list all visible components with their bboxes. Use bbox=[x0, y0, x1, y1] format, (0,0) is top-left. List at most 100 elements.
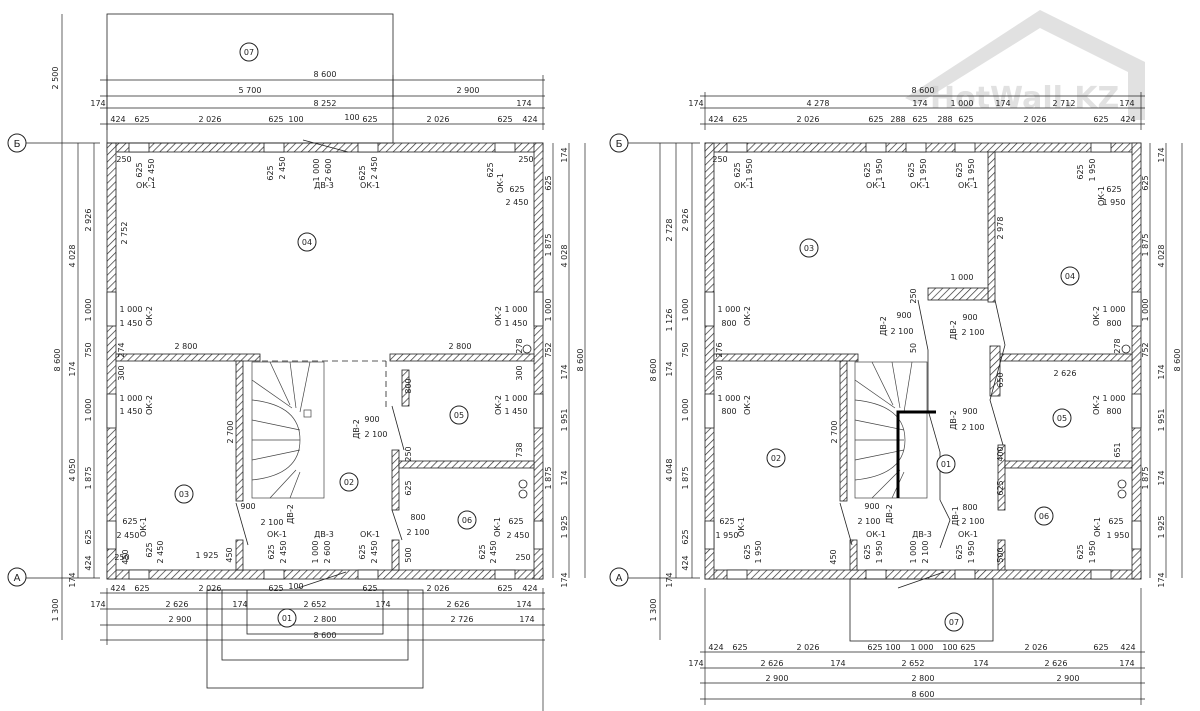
dim-label: 450 bbox=[225, 547, 234, 562]
left-dimension-labels: 8 600 5 700 2 900 174 8 252 174 424 625 … bbox=[51, 67, 585, 640]
dim-label: 250 bbox=[116, 155, 131, 164]
svg-text:174: 174 bbox=[995, 99, 1010, 108]
svg-text:2 728: 2 728 bbox=[665, 219, 674, 242]
svg-text:ОК-1: ОК-1 bbox=[136, 181, 156, 190]
svg-text:1 000: 1 000 bbox=[1141, 299, 1150, 322]
svg-text:625: 625 bbox=[509, 185, 524, 194]
svg-text:05: 05 bbox=[1057, 414, 1067, 423]
svg-text:2 652: 2 652 bbox=[902, 659, 925, 668]
svg-text:752: 752 bbox=[1141, 342, 1150, 357]
svg-text:2 026: 2 026 bbox=[797, 115, 820, 124]
svg-text:50: 50 bbox=[909, 343, 918, 353]
left-interior-walls bbox=[115, 353, 535, 571]
svg-text:ОК-1: ОК-1 bbox=[267, 530, 287, 539]
svg-text:174: 174 bbox=[688, 659, 703, 668]
dim-label: 250 bbox=[518, 155, 533, 164]
svg-text:625: 625 bbox=[732, 115, 747, 124]
svg-text:ОК-2: ОК-2 bbox=[1092, 306, 1101, 326]
dim-label: 300 bbox=[515, 365, 524, 380]
svg-text:ДВ-2: ДВ-2 bbox=[286, 504, 295, 524]
svg-text:А: А bbox=[14, 573, 21, 584]
svg-text:ОК-1: ОК-1 bbox=[496, 173, 505, 193]
svg-text:01: 01 bbox=[941, 460, 951, 469]
svg-text:ОК-1: ОК-1 bbox=[139, 517, 148, 537]
svg-text:1 000: 1 000 bbox=[120, 305, 143, 314]
svg-text:1 950: 1 950 bbox=[967, 541, 976, 564]
svg-text:07: 07 bbox=[244, 48, 254, 57]
svg-text:1 000: 1 000 bbox=[505, 394, 528, 403]
dim-label: 8 600 bbox=[576, 349, 585, 372]
svg-text:174: 174 bbox=[1157, 147, 1166, 162]
svg-text:2 926: 2 926 bbox=[681, 209, 690, 232]
right-opening-labels: 625 1 950 ОК-1 625 1 950 ОК-1 625 1 950 … bbox=[716, 159, 1130, 564]
svg-text:1 000: 1 000 bbox=[1103, 305, 1126, 314]
dim-label: 625 bbox=[497, 115, 512, 124]
dim-label: 1 925 bbox=[196, 551, 219, 560]
dim-label: 174 bbox=[560, 364, 569, 379]
svg-text:174: 174 bbox=[912, 99, 927, 108]
svg-text:1 000: 1 000 bbox=[951, 273, 974, 282]
svg-text:2 450: 2 450 bbox=[370, 157, 379, 180]
dim-label: 2 752 bbox=[120, 222, 129, 245]
dim-label: 625 bbox=[404, 480, 413, 495]
svg-text:1 450: 1 450 bbox=[505, 319, 528, 328]
svg-text:276: 276 bbox=[715, 342, 724, 357]
dim-label: 625 bbox=[544, 175, 553, 190]
svg-text:2 100: 2 100 bbox=[407, 528, 430, 537]
svg-text:900: 900 bbox=[240, 502, 255, 511]
svg-text:ОК-2: ОК-2 bbox=[145, 395, 154, 415]
svg-text:800: 800 bbox=[721, 319, 736, 328]
svg-text:1 950: 1 950 bbox=[745, 159, 754, 182]
dim-label: 100 bbox=[288, 115, 303, 124]
right-staircase bbox=[854, 361, 936, 499]
svg-text:625: 625 bbox=[958, 115, 973, 124]
dim-label: 424 bbox=[522, 584, 537, 593]
svg-text:800: 800 bbox=[1106, 407, 1121, 416]
right-door-leaf bbox=[839, 502, 853, 546]
svg-text:ОК-2: ОК-2 bbox=[494, 395, 503, 415]
svg-text:625: 625 bbox=[1076, 544, 1085, 559]
dim-label: 100 bbox=[288, 582, 303, 591]
svg-text:ОК-1: ОК-1 bbox=[360, 530, 380, 539]
svg-text:2 450: 2 450 bbox=[278, 157, 287, 180]
svg-text:500: 500 bbox=[996, 547, 1005, 562]
dim-label: 500 bbox=[404, 547, 413, 562]
dim-label: 625 bbox=[362, 584, 377, 593]
svg-text:2 900: 2 900 bbox=[766, 674, 789, 683]
right-floor-plan bbox=[704, 142, 1142, 642]
dim-label: 4 050 bbox=[68, 459, 77, 482]
svg-text:2 450: 2 450 bbox=[489, 541, 498, 564]
svg-text:ОК-2: ОК-2 bbox=[743, 395, 752, 415]
dim-label: 424 bbox=[84, 555, 93, 570]
left-room-tag-03: 03 bbox=[174, 484, 194, 504]
room-tags: 07 04 05 02 03 06 01 03 04 05 02 01 06 0… bbox=[174, 42, 1080, 632]
svg-text:ОК-1: ОК-1 bbox=[958, 530, 978, 539]
dim-label: 174 bbox=[68, 572, 77, 587]
dim-label: 174 bbox=[375, 600, 390, 609]
svg-text:1 950: 1 950 bbox=[875, 541, 884, 564]
svg-text:03: 03 bbox=[804, 244, 814, 253]
svg-text:625: 625 bbox=[955, 544, 964, 559]
svg-text:1 000: 1 000 bbox=[911, 643, 934, 652]
svg-text:2 450: 2 450 bbox=[156, 541, 165, 564]
dim-label: 174 bbox=[90, 600, 105, 609]
svg-text:ДВ-3: ДВ-3 bbox=[314, 530, 334, 539]
svg-text:ДВ-2: ДВ-2 bbox=[879, 316, 888, 336]
svg-text:ДВ-2: ДВ-2 bbox=[352, 419, 361, 439]
svg-text:2 450: 2 450 bbox=[370, 541, 379, 564]
right-room-tag-05: 05 bbox=[1052, 408, 1072, 428]
svg-text:250: 250 bbox=[909, 288, 918, 303]
svg-text:05: 05 bbox=[454, 411, 464, 420]
svg-text:1 000: 1 000 bbox=[1103, 394, 1126, 403]
svg-text:625: 625 bbox=[1141, 175, 1150, 190]
svg-text:2 100: 2 100 bbox=[962, 328, 985, 337]
svg-text:4 048: 4 048 bbox=[665, 459, 674, 482]
svg-text:900: 900 bbox=[962, 313, 977, 322]
svg-text:1 950: 1 950 bbox=[1107, 531, 1130, 540]
svg-text:625: 625 bbox=[912, 115, 927, 124]
svg-text:800: 800 bbox=[410, 513, 425, 522]
svg-text:06: 06 bbox=[462, 516, 472, 525]
dim-label: 625 bbox=[84, 529, 93, 544]
dim-label: 2 700 bbox=[226, 421, 235, 444]
svg-text:1 950: 1 950 bbox=[919, 159, 928, 182]
